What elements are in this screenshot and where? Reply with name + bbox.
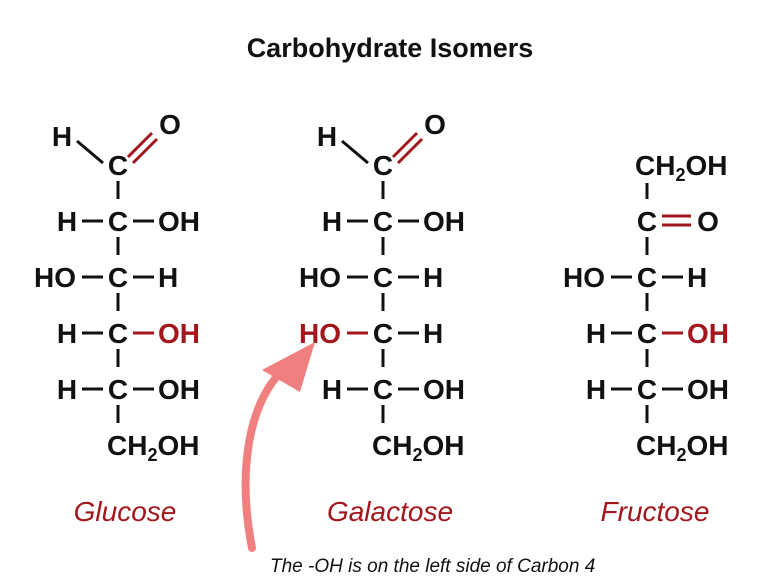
fructose-ch2oh: CH2OH [636,430,728,465]
glucose-c2: C [108,206,128,237]
annotation-arrow [241,342,315,552]
glucose-double-bond-a [126,131,154,159]
glucose-c5-right: OH [158,374,200,405]
glucose-c3: C [108,262,128,293]
glucose-carbonyl-o: O [159,109,181,140]
glucose-c3-left: HO [34,262,76,293]
glucose-c5-left: H [57,374,77,405]
galactose-double-bond-b [396,137,424,165]
glucose-c3-right: H [158,262,178,293]
galactose-c2-left: H [322,206,342,237]
galactose-c2: C [373,206,393,237]
galactose-label: Galactose [327,496,453,527]
glucose-structure: H C O H C OH HO C H H C OH H C OH CH2OH … [34,109,200,527]
galactose-c5: C [373,374,393,405]
galactose-c4: C [373,318,393,349]
glucose-aldehyde-h: H [52,121,72,152]
arrow-shaft [241,358,296,552]
fructose-c2: C [637,206,657,237]
fructose-c3-right: H [687,262,707,293]
galactose-c3-right: H [423,262,443,293]
glucose-ch-bond [76,139,104,165]
glucose-c4-left: H [57,318,77,349]
galactose-c4-right: H [423,318,443,349]
galactose-c5-left: H [322,374,342,405]
fructose-c3: C [637,262,657,293]
galactose-double-bond-a [391,131,419,159]
glucose-c4-right-oh: OH [158,318,200,349]
fructose-structure: CH2OH C O HO C H H C OH H C OH CH2OH Fru… [563,150,729,527]
galactose-structure: H C O H C OH HO C H HO C H H C OH CH2OH … [299,109,465,527]
fructose-c5: C [637,374,657,405]
galactose-carbonyl-o: O [424,109,446,140]
galactose-ch2oh: CH2OH [372,430,464,465]
galactose-c1: C [373,150,393,181]
galactose-c5-right: OH [423,374,465,405]
fructose-c4-right-oh: OH [687,318,729,349]
fructose-c5-right: OH [687,374,729,405]
fructose-c3-left: HO [563,262,605,293]
fructose-label: Fructose [601,496,710,527]
galactose-c2-right: OH [423,206,465,237]
glucose-c5: C [108,374,128,405]
glucose-ch2oh: CH2OH [107,430,199,465]
fructose-c5-left: H [586,374,606,405]
galactose-c3: C [373,262,393,293]
fructose-ketone-o: O [697,206,719,237]
fructose-c4: C [637,318,657,349]
glucose-label: Glucose [74,496,177,527]
diagram-title: Carbohydrate Isomers [247,33,534,63]
glucose-c1: C [108,150,128,181]
galactose-aldehyde-h: H [317,121,337,152]
glucose-double-bond-b [131,137,159,165]
annotation-note: The -OH is on the left side of Carbon 4 [270,556,595,577]
galactose-c3-left: HO [299,262,341,293]
glucose-c2-right: OH [158,206,200,237]
fructose-c4-left: H [586,318,606,349]
glucose-c2-left: H [57,206,77,237]
glucose-c4: C [108,318,128,349]
galactose-ch-bond [341,139,369,165]
galactose-c4-left-ho: HO [299,318,341,349]
fructose-top-ch2oh: CH2OH [635,150,727,185]
arrow-head [262,342,315,392]
